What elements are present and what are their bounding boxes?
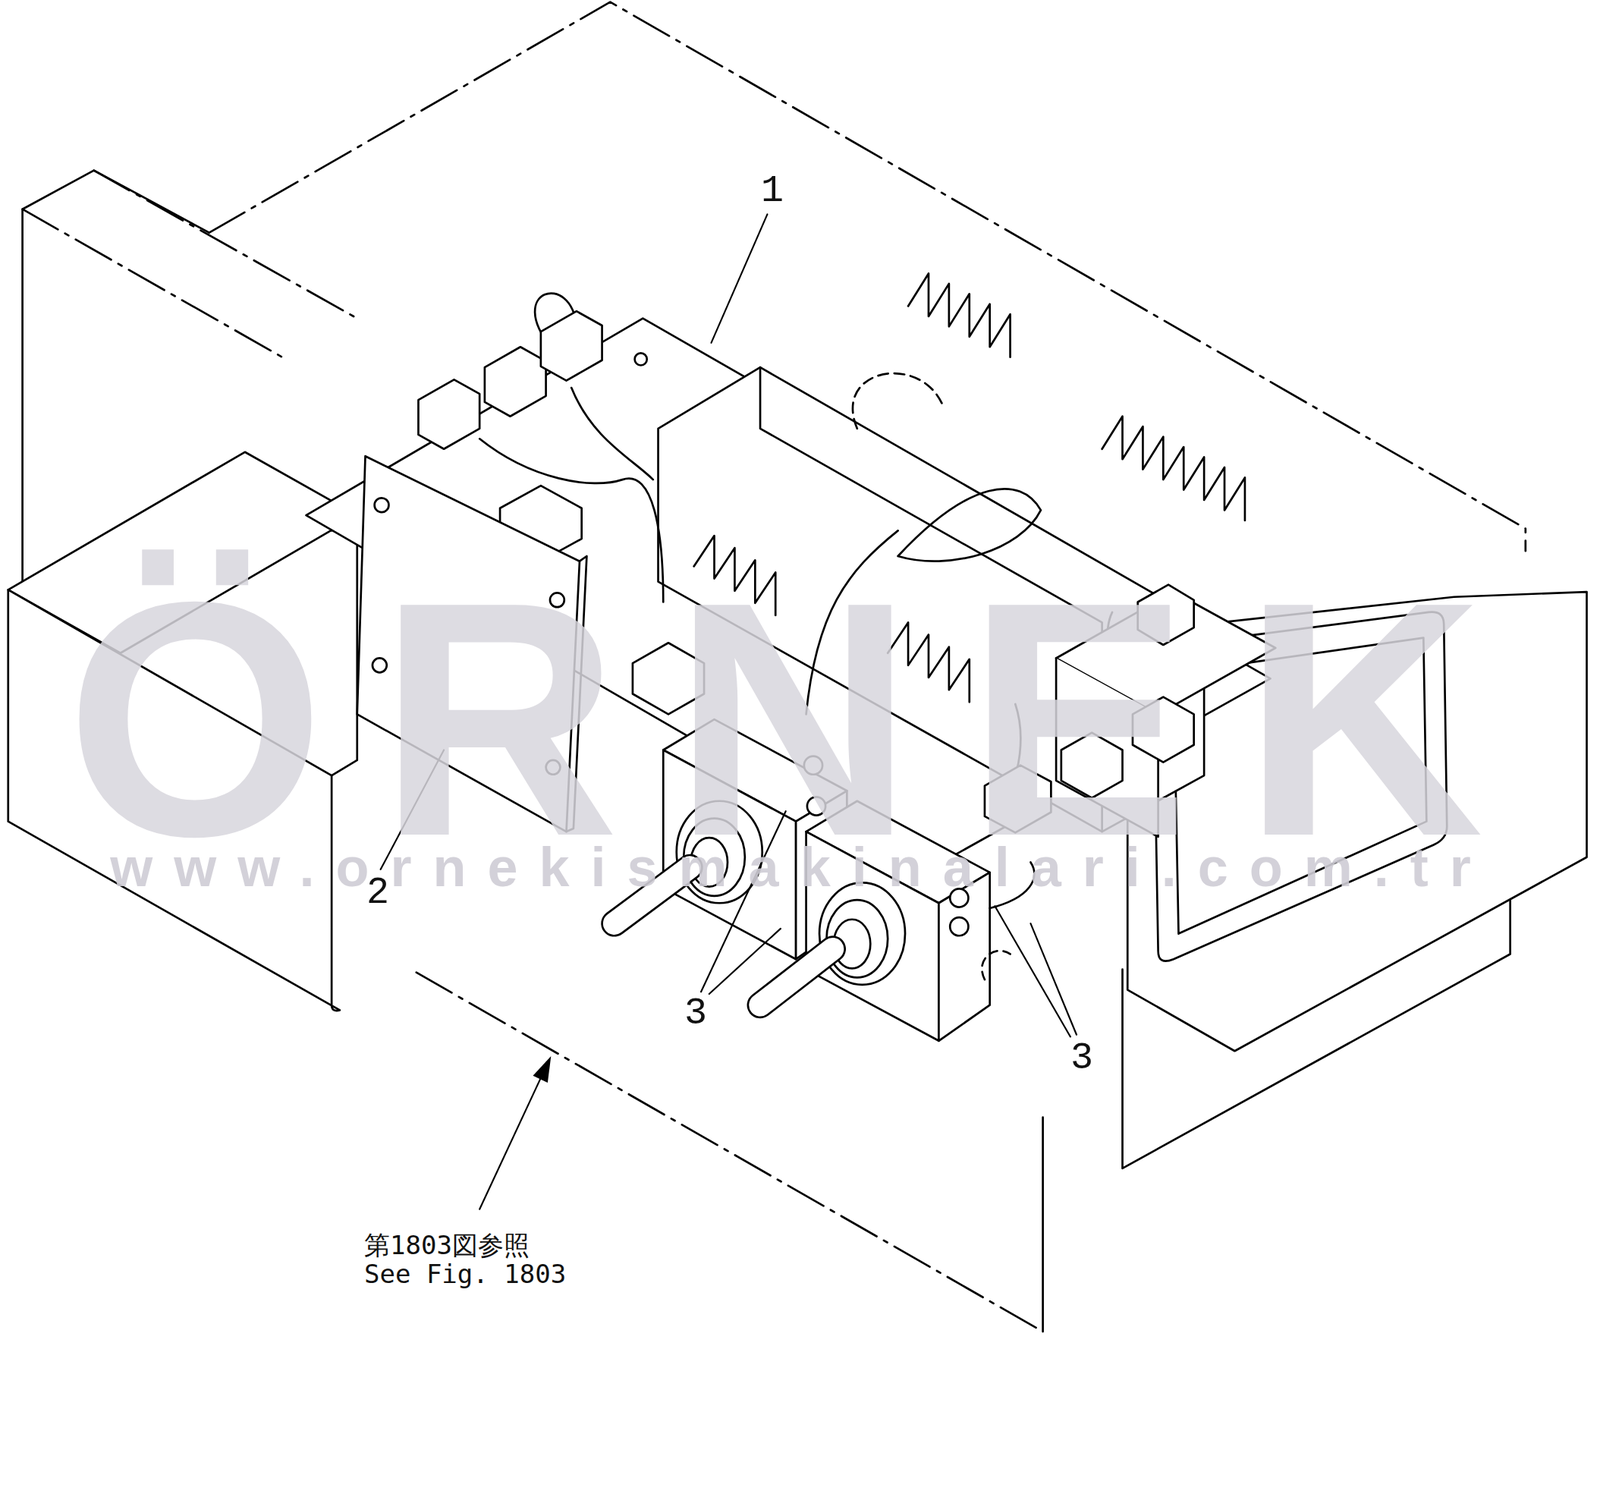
connector-plug: [418, 379, 480, 449]
callout-number: 3: [1070, 1039, 1094, 1078]
watermark: ÖRNEK: [66, 552, 1538, 887]
reference-note: See Fig. 1803: [364, 1260, 566, 1287]
reference-note: 第1803図参照: [364, 1232, 530, 1258]
housing-edge: [1041, 1117, 1044, 1332]
arrow-head: [533, 1056, 552, 1083]
watermark-url: www.ornekismakinalari.com.tr: [110, 839, 1493, 895]
callout-number: 1: [760, 172, 784, 211]
callout-number: 3: [684, 994, 708, 1033]
